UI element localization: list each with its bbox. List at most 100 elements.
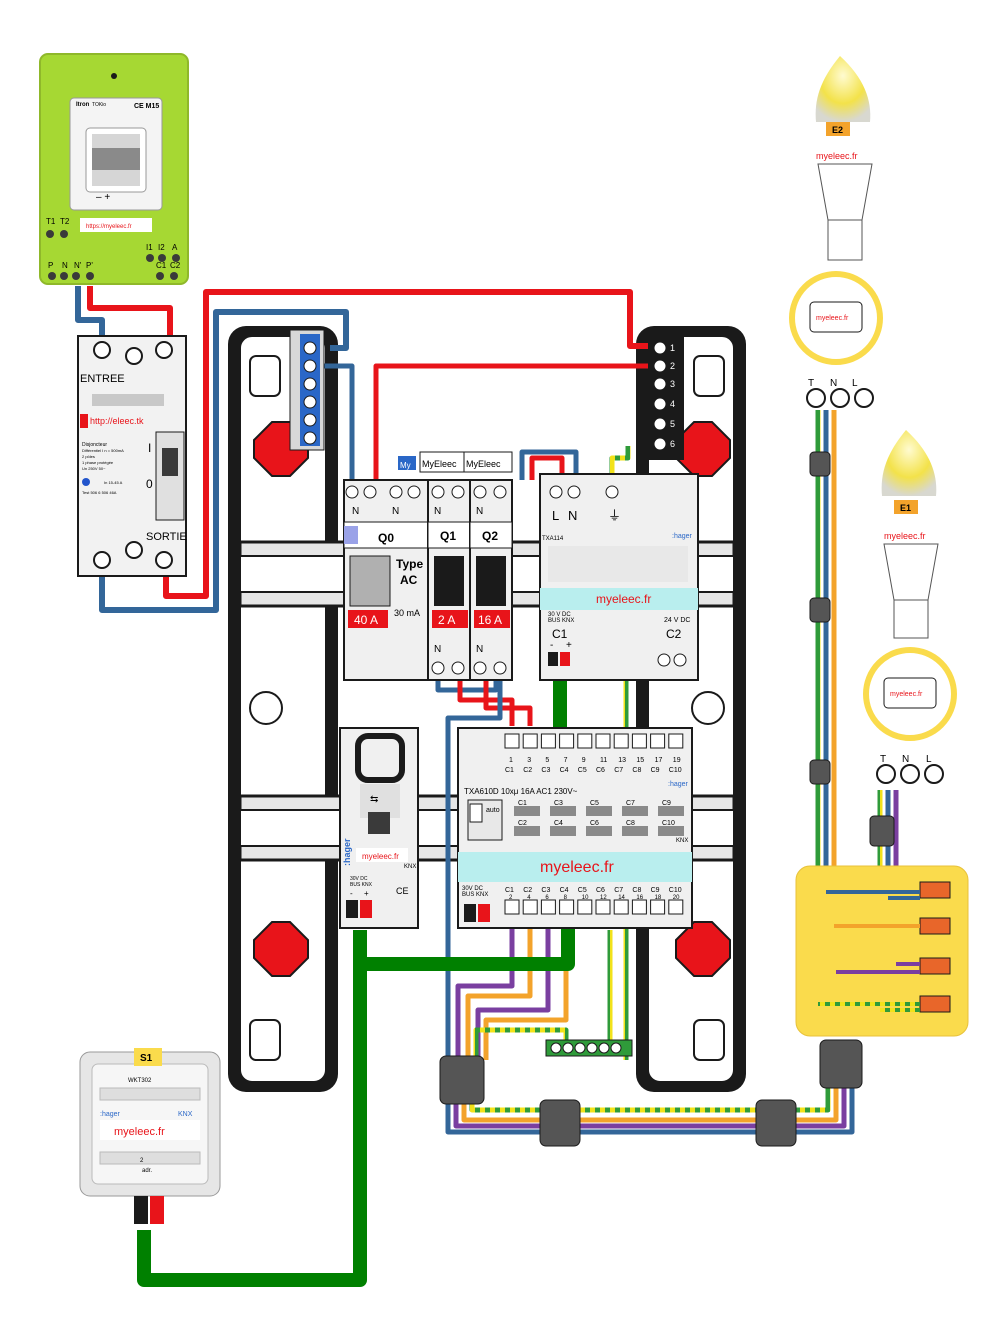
terminal-screw: [540, 733, 556, 749]
terminal-screw: [559, 899, 575, 915]
channel-button[interactable]: [658, 826, 684, 836]
terminal-screw: [522, 733, 538, 749]
switch-button-2[interactable]: [99, 1151, 201, 1165]
breaker-q1-lever[interactable]: [434, 556, 464, 606]
terminal-screw: [613, 733, 629, 749]
svg-text:3: 3: [670, 379, 675, 389]
channel-button[interactable]: [514, 806, 540, 816]
terminal-number: 14: [618, 895, 625, 901]
svg-text:MyEleec: MyEleec: [422, 459, 457, 469]
terminal-screw: [650, 899, 666, 915]
svg-text::hager: :hager: [342, 838, 352, 866]
lamp-e2: E2 myeleec.fr myeleec.fr T N L: [789, 56, 883, 408]
svg-text:myeleec.fr: myeleec.fr: [884, 531, 926, 541]
svg-text:P': P': [86, 261, 93, 270]
terminal-channel: C8: [632, 767, 641, 774]
channel-button[interactable]: [586, 806, 612, 816]
channel-button[interactable]: [514, 826, 540, 836]
terminal-screw: [631, 733, 647, 749]
svg-text:C1: C1: [552, 627, 568, 641]
svg-text:N: N: [62, 261, 68, 270]
terminal-channel: C9: [651, 887, 660, 894]
svg-text:N: N: [392, 506, 399, 517]
svg-text:WKT302: WKT302: [128, 1078, 152, 1084]
lamp-e2-tag: E2: [832, 125, 843, 135]
terminal-channel: C10: [669, 887, 682, 894]
channel-button[interactable]: [550, 826, 576, 836]
terminal-screw: [631, 899, 647, 915]
terminal-channel: C6: [596, 767, 605, 774]
terminal-channel: C6: [596, 887, 605, 894]
channel-button[interactable]: [658, 806, 684, 816]
terminal-number: 20: [673, 895, 680, 901]
usb-interface-module: ⇆ :hager myeleec.fr 30V DC BUS KNX - + C…: [339, 727, 419, 929]
svg-text:N: N: [902, 754, 909, 765]
neutral-terminal-bar: [289, 329, 325, 451]
svg-text:-: -: [550, 640, 553, 651]
channel-button[interactable]: [550, 806, 576, 816]
breaker-q2-label: Q2: [482, 529, 498, 543]
svg-text:N': N': [74, 261, 82, 270]
terminal-channel: C1: [505, 887, 514, 894]
channel-button[interactable]: [622, 806, 648, 816]
svg-text:C2: C2: [666, 627, 682, 641]
junction-box: [795, 865, 969, 1037]
power-supply-txa114: L N ⏚ TXA114 :hager myeleec.fr 30 V DC B…: [539, 473, 699, 681]
auto-manual-switch[interactable]: [469, 803, 483, 823]
terminal-number: 5: [545, 757, 549, 764]
usb-port[interactable]: [368, 812, 390, 834]
terminal-number: 18: [655, 895, 662, 901]
svg-text:30V DC: 30V DC: [462, 886, 484, 892]
switch-button-1[interactable]: [99, 1087, 201, 1101]
svg-text:⏚: ⏚: [608, 508, 621, 523]
wago-connector-icon: [919, 881, 951, 1013]
terminal-number: 15: [636, 757, 644, 764]
breaker-q1-label: Q1: [440, 529, 456, 543]
terminal-number: 6: [545, 895, 549, 901]
breaker-q0: My N N Q0 Type AC 40 A 30 mA: [343, 456, 429, 681]
svg-text:2 A: 2 A: [438, 613, 455, 627]
terminal-channel: C5: [578, 887, 587, 894]
terminal-channel: C10: [669, 767, 682, 774]
svg-text::hager: :hager: [668, 781, 689, 788]
svg-text:N: N: [476, 506, 483, 517]
mount-knob-icon: [253, 421, 731, 977]
svg-text:I: I: [148, 441, 151, 455]
svg-text:N: N: [434, 506, 441, 517]
terminal-screw: [504, 733, 520, 749]
svg-text:24 V DC: 24 V DC: [664, 617, 690, 624]
svg-text:Un 250V 50~: Un 250V 50~: [82, 466, 106, 471]
terminal-screw: [504, 899, 520, 915]
svg-text:L: L: [926, 754, 932, 765]
svg-text:N: N: [568, 508, 577, 523]
channel-button-label: C4: [554, 820, 563, 827]
terminal-channel: C1: [505, 767, 514, 774]
cable-gland-icon: [439, 451, 895, 1147]
terminal-number: 3: [527, 757, 531, 764]
channel-button[interactable]: [622, 826, 648, 836]
svg-text:P: P: [48, 261, 53, 270]
svg-text:BUS KNX: BUS KNX: [462, 892, 488, 898]
terminal-channel: C9: [651, 767, 660, 774]
breaker-q2-lever[interactable]: [476, 556, 506, 606]
terminal-number: 19: [673, 757, 681, 764]
channel-button-label: C10: [662, 820, 675, 827]
svg-text:0: 0: [146, 477, 153, 491]
terminal-screw: [559, 733, 575, 749]
svg-text:I2: I2: [158, 243, 165, 252]
channel-button[interactable]: [586, 826, 612, 836]
svg-text:KNX: KNX: [676, 838, 688, 844]
svg-text:Disjoncteur: Disjoncteur: [82, 442, 107, 448]
svg-text:N: N: [352, 506, 359, 517]
push-button-switch-s1: S1 WKT302 1 :hager KNX myeleec.fr 2 adr.: [79, 1048, 221, 1224]
terminal-number: 13: [618, 757, 626, 764]
terminal-number: 4: [527, 895, 531, 901]
main-breaker-lever[interactable]: [162, 448, 178, 476]
breaker-q0-lever[interactable]: [349, 555, 391, 607]
svg-text::hager: :hager: [100, 1111, 121, 1118]
svg-text:T: T: [808, 378, 814, 389]
terminal-number: 10: [582, 895, 589, 901]
meter-brand: Itron: [76, 102, 90, 108]
terminal-number: 9: [582, 757, 586, 764]
